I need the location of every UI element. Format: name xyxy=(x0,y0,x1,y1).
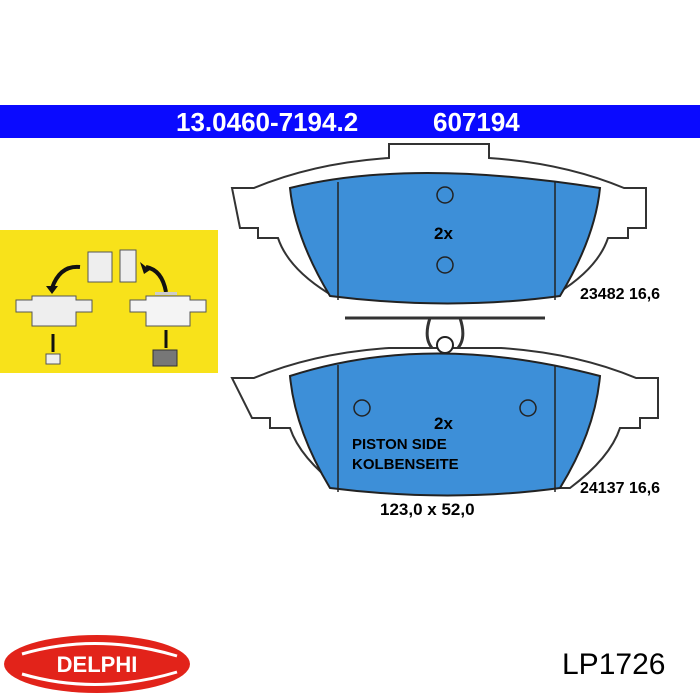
svg-text:DELPHI: DELPHI xyxy=(57,652,138,677)
top-pad-quantity: 2x xyxy=(434,224,453,243)
bottom-pad-spec: 24137 16,6 xyxy=(580,480,661,497)
top-pad-friction-material xyxy=(288,172,602,305)
installation-instructions-panel xyxy=(0,230,218,373)
bottom-pad-quantity: 2x xyxy=(434,414,453,433)
reference-code: 607194 xyxy=(433,107,520,137)
part-number: LP1726 xyxy=(562,648,666,681)
article-number: 13.0460-7194.2 xyxy=(176,107,359,137)
kolbenseite-label: KOLBENSEITE xyxy=(352,456,459,473)
top-pad-spec: 23482 16,6 xyxy=(580,286,661,303)
pad-dimensions: 123,0 x 52,0 xyxy=(380,500,475,519)
installation-illustration xyxy=(15,249,207,367)
piston-side-label: PISTON SIDE xyxy=(352,436,447,453)
bottom-pad-friction-material xyxy=(288,352,602,497)
delphi-logo: DELPHI xyxy=(4,635,190,693)
header-band: 13.0460-7194.2 607194 xyxy=(0,105,700,138)
